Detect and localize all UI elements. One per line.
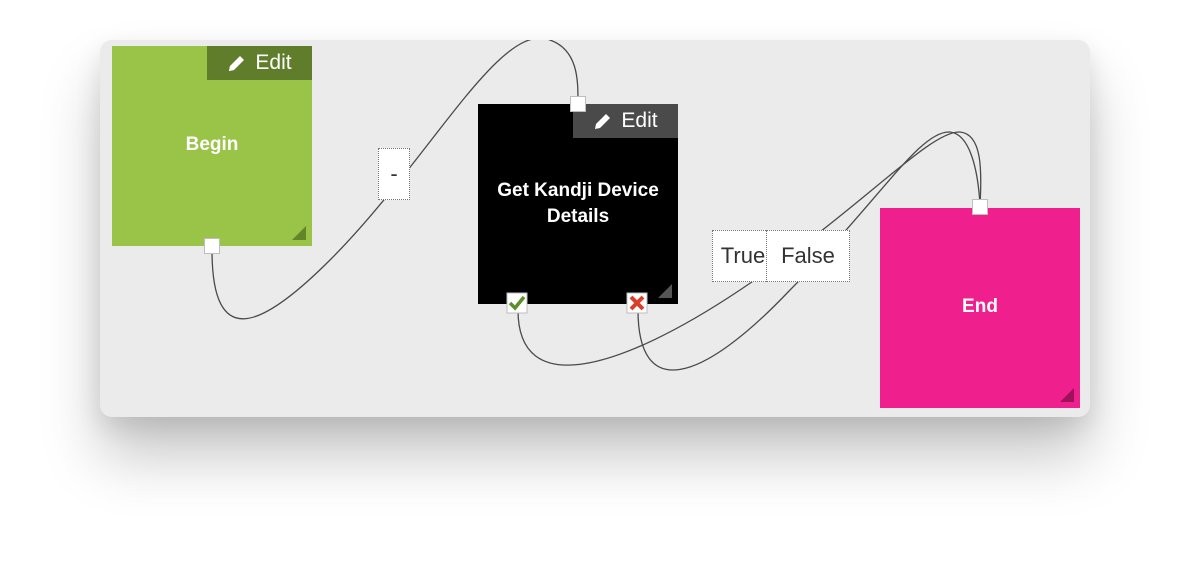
wire-begin-to-action <box>211 40 579 320</box>
begin-output-port[interactable] <box>204 238 220 254</box>
begin-edit-button[interactable]: Edit <box>207 46 312 80</box>
end-title: End <box>962 296 998 317</box>
action-edit-button[interactable]: Edit <box>573 104 678 138</box>
wire-label-true[interactable]: True <box>712 230 774 282</box>
begin-title: Begin <box>185 134 239 155</box>
end-input-port[interactable] <box>972 199 988 215</box>
checkmark-icon[interactable] <box>506 292 528 314</box>
workflow-canvas[interactable]: Edit Begin Edit Get Kandji Device Detail… <box>100 40 1090 417</box>
wire-label-default[interactable]: - <box>378 148 410 200</box>
pencil-icon <box>227 53 247 73</box>
wire-false-to-end <box>637 131 981 371</box>
resize-handle-icon[interactable] <box>1060 388 1074 402</box>
wire-label-false[interactable]: False <box>766 230 850 282</box>
action-input-port[interactable] <box>570 96 586 112</box>
action-edit-label: Edit <box>621 109 658 132</box>
resize-handle-icon[interactable] <box>292 226 306 240</box>
resize-handle-icon[interactable] <box>658 284 672 298</box>
action-title: Get Kandji Device Details <box>497 180 659 227</box>
begin-edit-label: Edit <box>255 51 292 74</box>
x-icon[interactable] <box>626 292 648 314</box>
pencil-icon <box>593 111 613 131</box>
action-node[interactable]: Edit Get Kandji Device Details <box>478 104 678 304</box>
end-node[interactable]: End <box>880 208 1080 408</box>
begin-node[interactable]: Edit Begin <box>112 46 312 246</box>
